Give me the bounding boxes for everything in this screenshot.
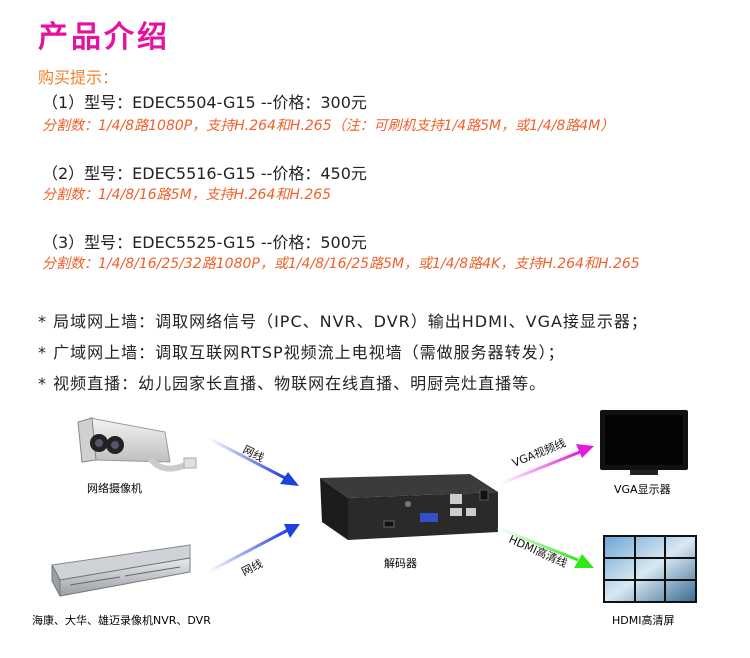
vga-cable-arrow bbox=[499, 444, 594, 486]
vga-monitor-caption: VGA显示器 bbox=[614, 483, 671, 496]
model-3-detail: 分割数：1/4/8/16/25/32路1080P，或1/4/8/16/25路5M… bbox=[42, 256, 640, 272]
model-2-line: （2）型号：EDEC5516-G15 --价格：450元 bbox=[42, 164, 367, 183]
feature-wan: * 广域网上墙：调取互联网RTSP视频流上电视墙（需做服务器转发）； bbox=[38, 343, 565, 362]
purchase-tips-heading: 购买提示： bbox=[38, 68, 119, 87]
model-3-line: （3）型号：EDEC5525-G15 --价格：500元 bbox=[42, 233, 367, 252]
nvr-caption: 海康、大华、雄迈录像机NVR、DVR bbox=[32, 613, 211, 627]
network-cable-arrow-bottom bbox=[207, 524, 300, 574]
arrow-label-vga: VGA视频线 bbox=[510, 436, 568, 470]
hdmi-screen-caption: HDMI高清屏 bbox=[612, 613, 674, 627]
connection-diagram: 网络摄像机 海康、大华、雄迈录像机NVR、DVR 网线 网线 解码器 VGA bbox=[32, 410, 697, 627]
feature-lan: * 局域网上墙：调取网络信号（IPC、NVR、DVR）输出HDMI、VGA接显示… bbox=[38, 312, 648, 331]
network-camera-icon bbox=[77, 417, 197, 472]
arrow-label-bottom-left: 网线 bbox=[239, 556, 265, 578]
hdmi-cable-arrow bbox=[497, 526, 594, 568]
model-2-detail: 分割数：1/4/8/16路5M，支持H.264和H.265 bbox=[42, 187, 332, 203]
model-1-detail: 分割数：1/4/8路1080P，支持H.264和H.265（注：可刷机支持1/4… bbox=[42, 118, 615, 134]
arrow-label-hdmi: HDMI高清线 bbox=[507, 532, 570, 570]
decoder-device-icon bbox=[320, 474, 498, 540]
nvr-device-icon bbox=[51, 544, 191, 597]
video-wall-icon bbox=[603, 535, 697, 603]
vga-monitor-icon bbox=[600, 410, 688, 475]
feature-live: * 视频直播：幼儿园家长直播、物联网在线直播、明厨亮灶直播等。 bbox=[38, 374, 547, 393]
decoder-caption: 解码器 bbox=[384, 556, 417, 570]
model-1-line: （1）型号：EDEC5504-G15 --价格：300元 bbox=[42, 93, 367, 112]
page-title: 产品介绍 bbox=[38, 20, 170, 55]
camera-caption: 网络摄像机 bbox=[87, 481, 142, 495]
network-cable-arrow-top bbox=[207, 436, 299, 486]
